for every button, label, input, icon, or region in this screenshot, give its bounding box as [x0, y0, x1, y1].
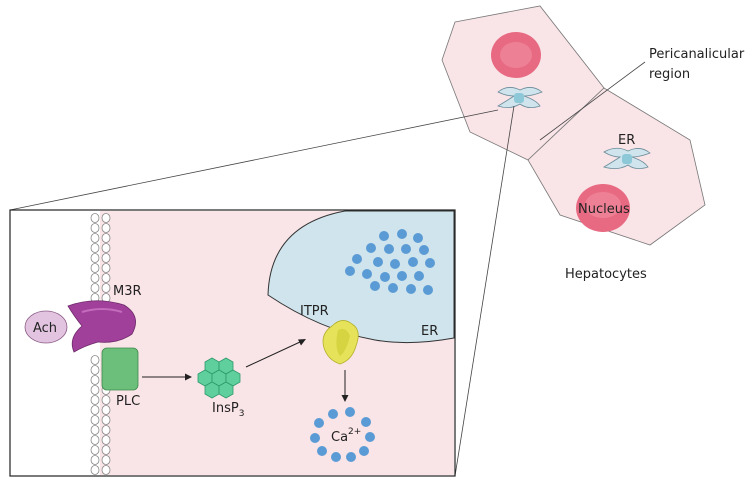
- lower-nucleus: [576, 184, 630, 232]
- pericanalicular-label-line2: region: [649, 67, 690, 82]
- calcium-label: Ca2+: [331, 427, 361, 445]
- nucleus-label: Nucleus: [578, 202, 630, 217]
- calcium-ring: [310, 407, 375, 462]
- insp3-label: InsP3: [212, 401, 244, 419]
- detail-er-label: ER: [421, 324, 438, 339]
- upper-er: [497, 87, 543, 108]
- lower-er: [603, 147, 651, 169]
- plc-label: PLC: [116, 394, 140, 409]
- zoom-line-bottom: [454, 105, 515, 477]
- upper-nucleus: [491, 32, 541, 78]
- arrow-insp3-to-itpr: [245, 339, 306, 368]
- itpr-label: ITPR: [300, 304, 329, 319]
- plc-enzyme: [101, 347, 139, 391]
- pericanalicular-pointer: [539, 61, 646, 141]
- arrow-plc-to-insp3: [142, 373, 192, 381]
- m3r-receptor: [67, 300, 136, 353]
- pericanalicular-label-line1: Pericanalicular: [649, 47, 745, 62]
- zoom-line-top: [9, 109, 499, 211]
- arrow-itpr-to-calcium: [341, 370, 349, 402]
- ach-label: Ach: [33, 321, 57, 336]
- er-calcium-store: [345, 229, 435, 295]
- itpr-channel: [322, 320, 359, 365]
- detail-er: [267, 210, 455, 344]
- hepatocytes-caption: Hepatocytes: [565, 267, 647, 282]
- m3r-label: M3R: [113, 284, 142, 299]
- lower-er-label: ER: [618, 133, 635, 148]
- ach-ligand: [24, 310, 68, 344]
- insp3-cluster: [197, 357, 241, 399]
